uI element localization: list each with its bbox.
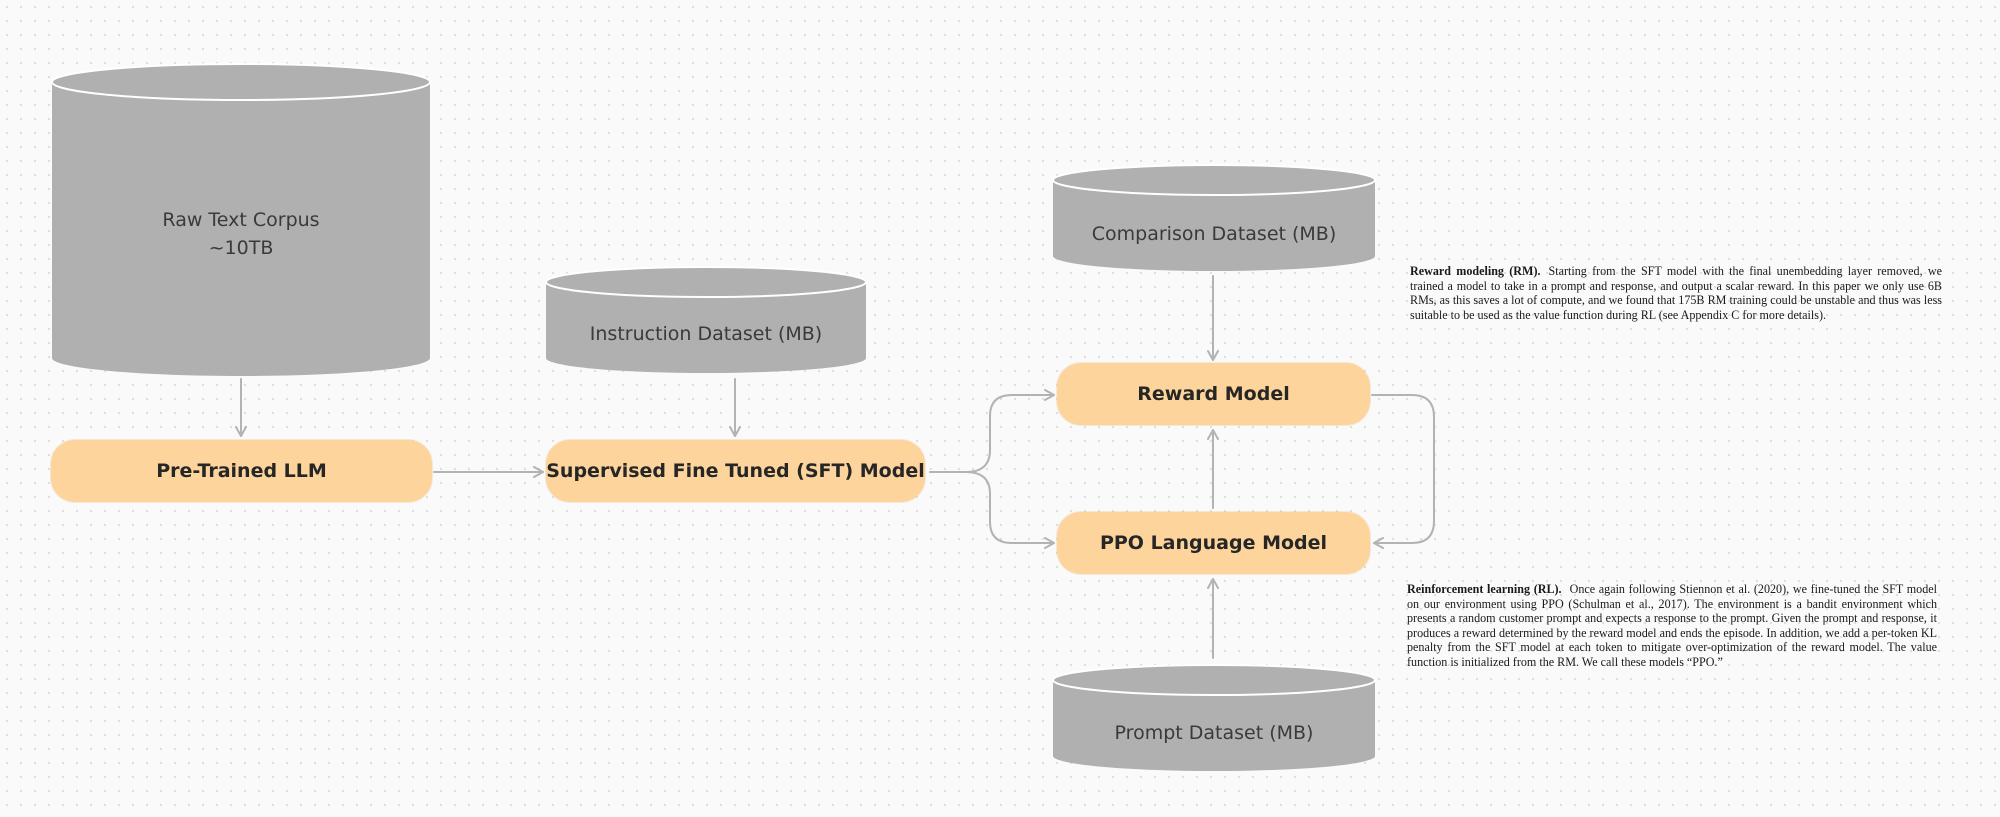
prompt-dataset-label: Prompt Dataset (MB)	[1114, 722, 1314, 744]
comparison-dataset-label: Comparison Dataset (MB)	[1091, 223, 1337, 245]
reward-modeling-body: Starting from the SFT model with the fin…	[1410, 264, 1942, 322]
reinforcement-learning-paragraph: Reinforcement learning (RL).Once again f…	[1407, 582, 1937, 670]
reinforcement-learning-body: Once again following Stiennon et al. (20…	[1407, 582, 1937, 669]
instruction-dataset-label: Instruction Dataset (MB)	[589, 323, 823, 345]
reward-modeling-paragraph: Reward modeling (RM).Starting from the S…	[1410, 264, 1942, 322]
raw-text-corpus-label: Raw Text Corpus ~10TB	[52, 206, 430, 262]
raw-text-corpus-title: Raw Text Corpus	[162, 209, 320, 231]
prompt-dataset-cylinder	[1052, 664, 1376, 771]
ppo-language-model-box: PPO Language Model	[1057, 512, 1370, 574]
reward-modeling-heading: Reward modeling (RM).	[1410, 264, 1541, 278]
instruction-dataset-cylinder	[545, 266, 867, 373]
reward-model-box: Reward Model	[1057, 363, 1370, 425]
sft-model-box: Supervised Fine Tuned (SFT) Model	[546, 440, 925, 502]
comparison-dataset-cylinder	[1052, 164, 1376, 271]
raw-text-corpus-size: ~10TB	[208, 237, 274, 259]
arrow-reward-to-ppo-loop	[1371, 394, 1435, 549]
arrow-sft-to-reward	[929, 389, 1055, 473]
reinforcement-learning-heading: Reinforcement learning (RL).	[1407, 582, 1562, 596]
arrow-sft-to-ppo	[965, 471, 1055, 549]
raw-text-corpus-cylinder	[51, 63, 431, 376]
pretrained-llm-box: Pre-Trained LLM	[51, 440, 432, 502]
